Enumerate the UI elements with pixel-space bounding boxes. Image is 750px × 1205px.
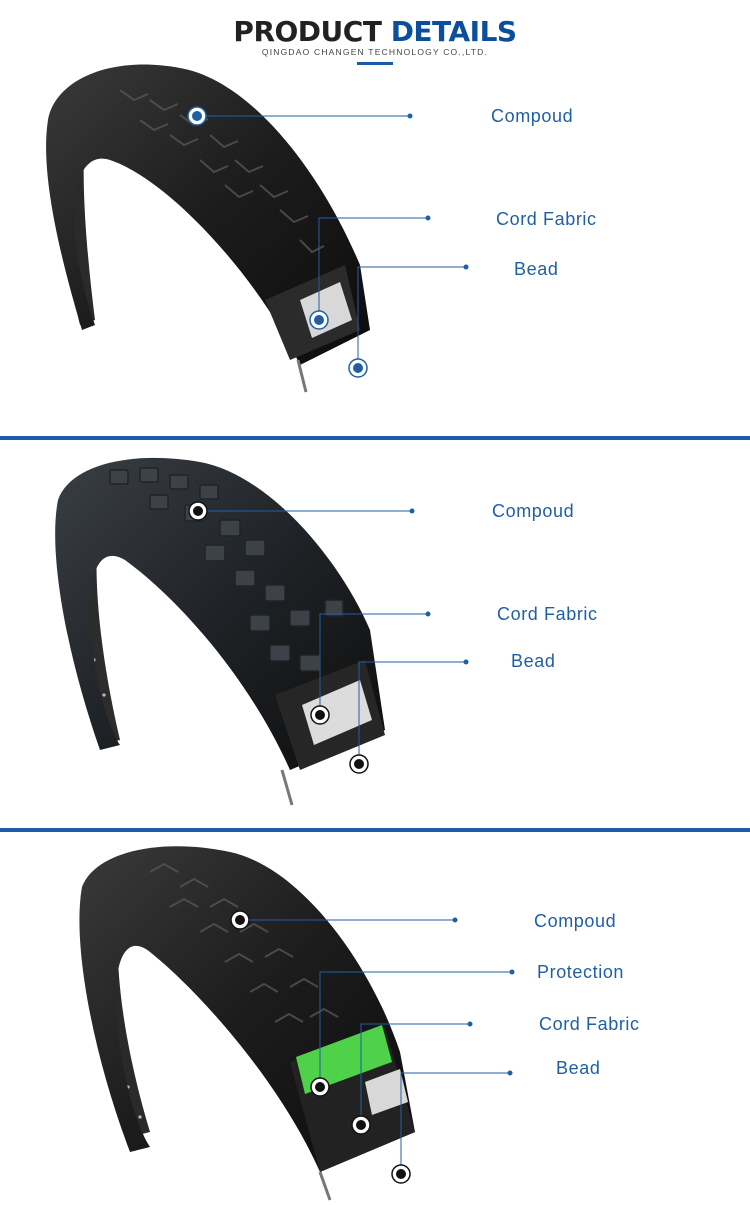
- bead-layer: [302, 680, 372, 745]
- section-smooth-tire: Compoud Cord Fabric Bead: [0, 0, 750, 437]
- label-bead: Bead: [511, 651, 556, 671]
- section-touring-tire: Compoud Protection Cord Fabric Bead: [0, 832, 750, 1205]
- callout-markers: [187, 106, 368, 378]
- title-part-2: DETAILS: [390, 15, 517, 48]
- company-subtitle: QINGDAO CHANGEN TECHNOLOGY CO.,LTD.: [261, 47, 489, 57]
- touring-tire-illustration: [79, 846, 515, 1201]
- label-compound: Compoud: [492, 501, 575, 521]
- label-cord-fabric: Cord Fabric: [539, 1014, 640, 1034]
- section-divider: [0, 436, 750, 440]
- leader-lines: [198, 510, 466, 764]
- label-compound: Compoud: [491, 106, 574, 126]
- label-cord-fabric: Cord Fabric: [496, 209, 597, 229]
- callout-markers: [188, 501, 369, 774]
- label-cord-fabric: Cord Fabric: [497, 604, 598, 624]
- title-underline: [357, 62, 393, 65]
- knobby-tire-illustration: [55, 457, 469, 806]
- bead-layer: [365, 1069, 408, 1115]
- tread-pattern: [149, 862, 339, 1023]
- smooth-tire-illustration: [46, 64, 469, 393]
- bead-wire: [318, 1171, 332, 1201]
- label-bead: Bead: [514, 259, 559, 279]
- bead-wire: [296, 359, 308, 393]
- leader-endpoints: [409, 508, 469, 665]
- section-divider: [0, 828, 750, 832]
- leader-endpoints: [452, 917, 515, 1076]
- leader-endpoints: [407, 113, 469, 270]
- title-part-1: PRODUCT: [233, 15, 391, 48]
- page-header: PRODUCT DETAILS QINGDAO CHANGEN TECHNOLO…: [0, 0, 750, 80]
- label-compound: Compoud: [534, 911, 617, 931]
- label-protection: Protection: [537, 962, 625, 982]
- section-knobby-tire: Compoud Cord Fabric Bead: [0, 440, 750, 828]
- leader-lines: [197, 115, 466, 368]
- leader-lines: [240, 919, 512, 1174]
- label-bead: Bead: [556, 1058, 601, 1078]
- page-title: PRODUCT DETAILS: [0, 15, 750, 49]
- bead-wire: [280, 769, 294, 806]
- callout-markers: [230, 910, 411, 1184]
